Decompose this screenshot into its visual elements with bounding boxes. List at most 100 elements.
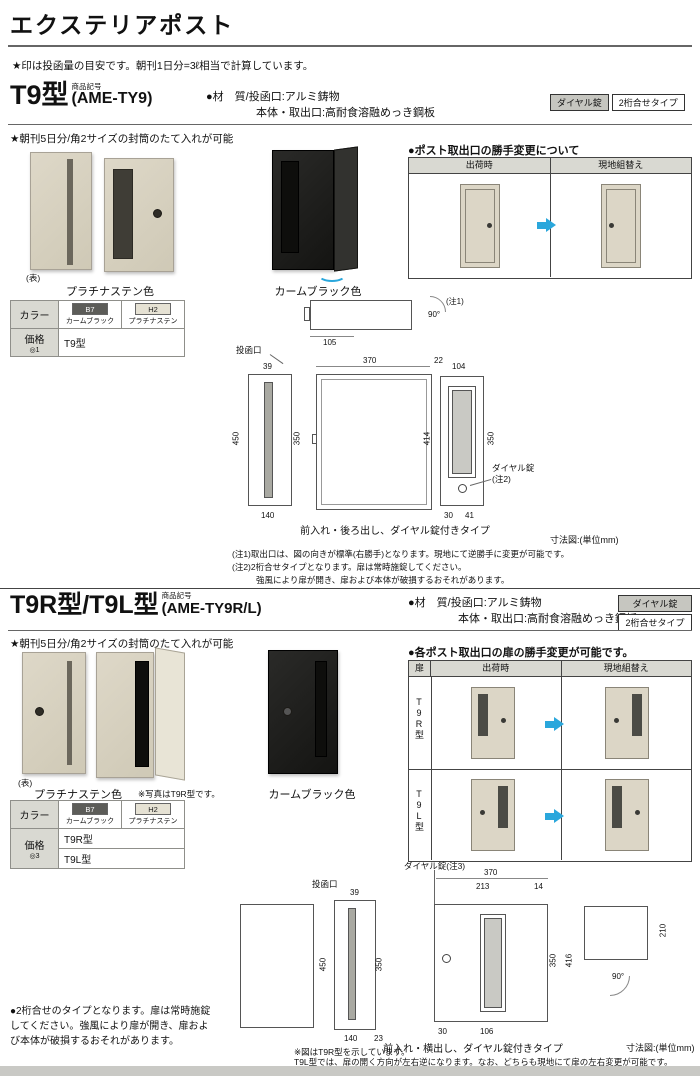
dim-depth: 105 bbox=[323, 338, 337, 347]
color-chip-h2: H2 bbox=[135, 303, 171, 315]
window-pane bbox=[484, 918, 502, 1008]
dim-slot-height: 350 bbox=[374, 957, 384, 972]
swap-body: T9R型 T9L型 bbox=[409, 677, 691, 860]
s2-photo-open-door bbox=[155, 647, 185, 781]
knob-dot bbox=[501, 718, 506, 723]
price-row-model-t9r: T9R型 bbox=[58, 828, 185, 849]
s1-badge-dial-lock: ダイヤル錠 bbox=[550, 94, 609, 111]
swap-row-t9l: T9L型 bbox=[414, 789, 424, 832]
section-divider bbox=[0, 588, 700, 589]
s1-badge-combo-type: 2桁合せタイプ bbox=[611, 94, 685, 111]
s1-material-line1: ●材 質/投函口:アルミ鋳物 bbox=[206, 91, 340, 103]
door-window bbox=[478, 694, 488, 736]
s2-model-name: T9R型/T9L型 bbox=[10, 590, 159, 619]
divider bbox=[561, 677, 562, 860]
s1-photo-platinum-front bbox=[30, 152, 92, 270]
dim-line bbox=[310, 336, 354, 337]
takeout-door bbox=[465, 189, 495, 263]
knob-dot bbox=[480, 810, 485, 815]
s2-badges: ダイヤル錠 2桁合せタイプ bbox=[618, 595, 692, 631]
takeout-door bbox=[606, 189, 636, 263]
slot-label: 投函口 bbox=[312, 879, 338, 889]
price-row-model: T9型 bbox=[58, 328, 185, 357]
mail-slot bbox=[67, 159, 73, 265]
s1-dimension-drawing: 105 90° (注1) 投函口 39 450 350 140 370 22 1… bbox=[230, 289, 700, 545]
s1-model-code: (AME-TY9) bbox=[71, 90, 153, 107]
price-row-model-t9l: T9L型 bbox=[58, 848, 185, 869]
dim-offset1: 30 bbox=[438, 1027, 447, 1036]
dim-gap: 22 bbox=[434, 356, 443, 365]
s1-material: ●材 質/投函口:アルミ鋳物 本体・取出口:高耐食溶融めっき鋼板 bbox=[206, 90, 435, 122]
s2-rule bbox=[8, 630, 692, 631]
title-rule bbox=[8, 45, 692, 47]
page-title: エクステリアポスト bbox=[10, 12, 235, 38]
swap-col-shipping: 出荷時 bbox=[409, 158, 551, 173]
s2-material-line2: 本体・取出口:高耐食溶融めっき鋼板 bbox=[458, 612, 638, 625]
dim-window-offset: 213 bbox=[476, 882, 490, 891]
knob-dot bbox=[609, 223, 614, 228]
swap-header: 扉 出荷時 現地組替え bbox=[409, 661, 691, 677]
knob-dot bbox=[614, 718, 619, 723]
door-window bbox=[612, 786, 622, 828]
door-panel-inset bbox=[321, 379, 427, 505]
dial-lock-circle bbox=[458, 484, 467, 493]
dim-base-width: 140 bbox=[344, 1034, 358, 1043]
mailbox-t9r-onsite bbox=[605, 687, 649, 759]
mailbox-t9l-shipping bbox=[471, 779, 515, 851]
window-pane bbox=[452, 390, 472, 474]
door-window bbox=[632, 694, 642, 736]
s2-photo-platinum-front bbox=[22, 652, 86, 774]
color-name: カームブラック bbox=[65, 318, 115, 325]
dial-lock-label: ダイヤル錠(注3) bbox=[404, 861, 466, 871]
color-chip-b7: B7 bbox=[72, 803, 108, 815]
dim-height: 450 bbox=[318, 957, 328, 972]
note-line: 強風により扉が開き、扉および本体が破損するおそれがあります。 bbox=[256, 575, 510, 586]
dim-angle: 90° bbox=[612, 972, 625, 981]
door-window bbox=[113, 169, 133, 259]
s1-color-price-table: カラー B7 カームブラック H2 プラチナステン 価格◎1 T9型 bbox=[10, 300, 185, 357]
latch-detail bbox=[304, 307, 310, 321]
divider bbox=[409, 769, 691, 770]
door-swing-arrow-icon bbox=[318, 268, 346, 282]
s2-footnote-2: T9L型では、扉の開く方向が左右逆になります。なお、どちらも現地にて扉の左右変更… bbox=[294, 1057, 673, 1067]
price-header: 価格◎1 bbox=[10, 328, 59, 357]
s1-unit-note: 寸法図:(単位mm) bbox=[550, 535, 619, 545]
dim-body-width: 370 bbox=[363, 356, 377, 365]
swap-col-onsite: 現地組替え bbox=[561, 661, 691, 676]
color-chip-b7: B7 bbox=[72, 303, 108, 315]
page-footer-band bbox=[0, 1066, 700, 1076]
door-window bbox=[281, 161, 299, 253]
s1-code-label: 商品記号 bbox=[71, 81, 102, 91]
dial-lock-circle bbox=[442, 954, 451, 963]
price-mark: ◎3 bbox=[29, 853, 40, 860]
mailbox-t9r-shipping bbox=[471, 687, 515, 759]
color-name: プラチナステン bbox=[128, 318, 178, 325]
color-header: カラー bbox=[10, 300, 59, 329]
s1-platinum-label: プラチナステン色 bbox=[66, 286, 154, 298]
s2-platinum-label: プラチナステン色 bbox=[34, 789, 122, 801]
dim-slot-width: 39 bbox=[350, 888, 359, 897]
s2-badge-combo-type: 2桁合せタイプ bbox=[618, 614, 692, 631]
divider bbox=[431, 677, 432, 860]
arrow-right-icon bbox=[545, 717, 564, 731]
s1-model-name: T9型 bbox=[10, 80, 69, 110]
s1-photo-black-open-door bbox=[334, 146, 358, 272]
side-view bbox=[240, 904, 314, 1028]
dim-slot-width: 39 bbox=[263, 362, 272, 371]
s1-photo-platinum-angle bbox=[104, 158, 174, 272]
price-label: 価格 bbox=[24, 841, 45, 852]
color-header: カラー bbox=[10, 800, 59, 829]
swap-col-shipping: 出荷時 bbox=[431, 661, 562, 676]
knob-dot bbox=[487, 223, 492, 228]
mailbox-illustration-shipping bbox=[460, 184, 500, 268]
s2-feature: ★朝刊5日分/角2サイズの封筒のたて入れが可能 bbox=[10, 638, 234, 650]
s1-black-label: カームブラック色 bbox=[274, 286, 362, 298]
dim-slot-height: 350 bbox=[292, 431, 302, 446]
color-code: B7 bbox=[85, 304, 95, 314]
top-view bbox=[310, 300, 412, 330]
dial-knob bbox=[153, 209, 162, 218]
swap-col-door: 扉 bbox=[409, 661, 431, 676]
dim-line bbox=[436, 878, 548, 879]
slot-opening bbox=[348, 908, 356, 1020]
slot-opening bbox=[264, 382, 273, 498]
